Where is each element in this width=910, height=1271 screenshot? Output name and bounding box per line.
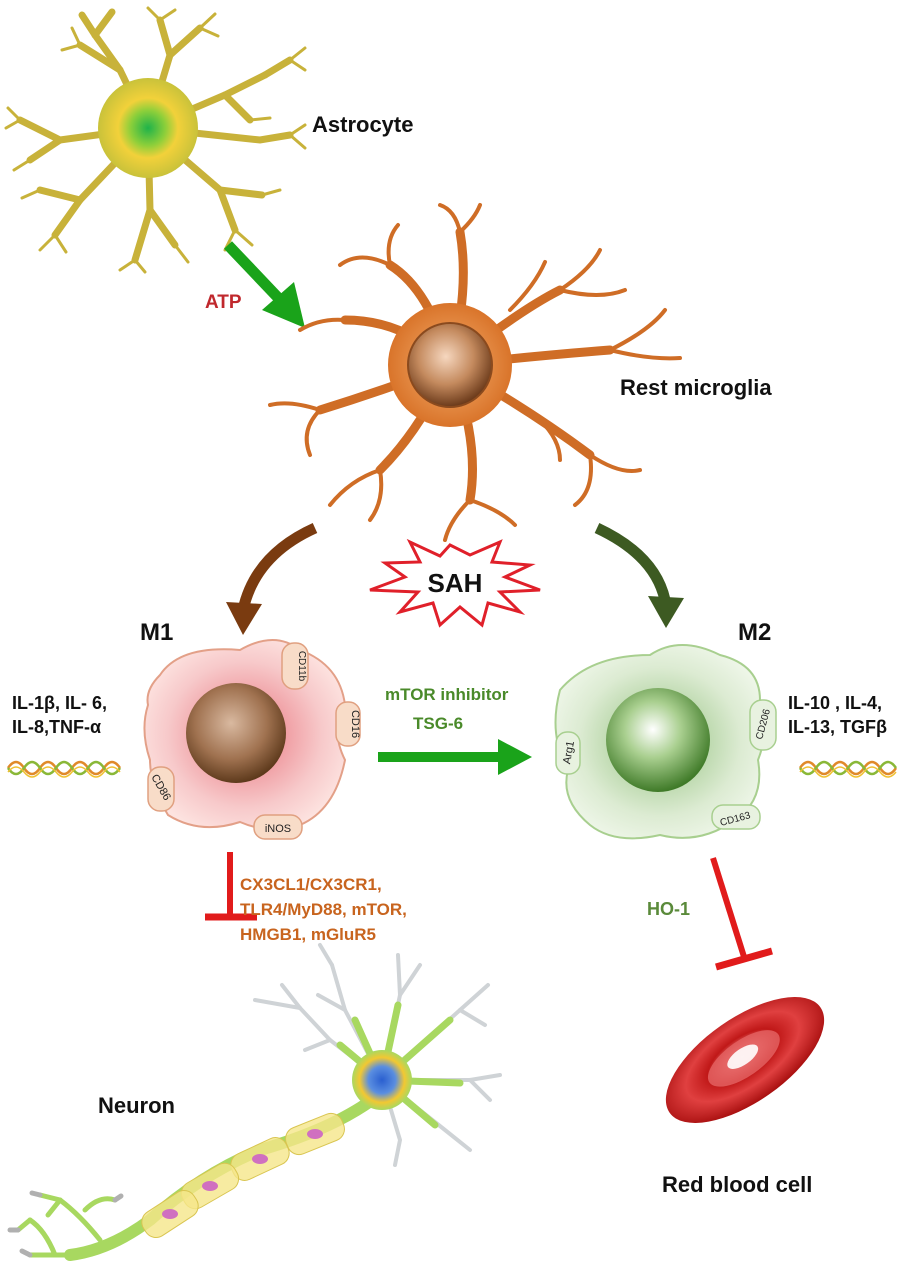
myelin-sheaths bbox=[141, 1112, 345, 1238]
m1-arrow bbox=[226, 522, 318, 635]
ho1-label: HO-1 bbox=[647, 899, 690, 919]
m2-marker-cd163: CD163 bbox=[711, 804, 761, 830]
m1-to-m2-arrow bbox=[378, 739, 532, 775]
rest-microglia-label: Rest microglia bbox=[620, 375, 772, 400]
svg-text:CD16: CD16 bbox=[349, 710, 361, 738]
red-blood-cell-label: Red blood cell bbox=[662, 1172, 812, 1197]
rest-microglia-nucleus bbox=[407, 322, 493, 408]
m2-cytokines-line1: IL-10 , IL-4, bbox=[788, 693, 882, 713]
m1-marker-cd86: CD86 bbox=[147, 766, 175, 812]
m1-nucleus bbox=[186, 683, 286, 783]
neuron-soma bbox=[352, 1050, 412, 1110]
tsg6-label: TSG-6 bbox=[413, 714, 463, 733]
pathway-line3: HMGB1, mGluR5 bbox=[240, 925, 376, 944]
m2-marker-cd206: CD206 bbox=[749, 699, 777, 751]
m2-arrow bbox=[594, 523, 684, 628]
neuron-cell bbox=[7, 943, 502, 1261]
m1-label: M1 bbox=[140, 619, 173, 646]
astrocyte-label: Astrocyte bbox=[312, 112, 413, 137]
m1-cytokines-line1: IL-1β, IL- 6, bbox=[12, 693, 107, 713]
m2-label: M2 bbox=[738, 619, 771, 646]
m2-inhibition-line bbox=[710, 857, 773, 971]
svg-text:iNOS: iNOS bbox=[265, 823, 291, 835]
m1-dna-icon bbox=[6, 760, 122, 778]
m2-marker-arg1: Arg1 bbox=[555, 731, 581, 775]
m2-cytokines-line2: IL-13, TGFβ bbox=[788, 717, 887, 737]
svg-text:Arg1: Arg1 bbox=[561, 740, 577, 765]
sah-label: SAH bbox=[428, 568, 483, 598]
m2-nucleus bbox=[606, 688, 710, 792]
m1-marker-inos: iNOS bbox=[253, 814, 303, 840]
red-blood-cell bbox=[665, 997, 825, 1123]
m2-dna-icon bbox=[798, 760, 898, 778]
m1-cytokines-line2: IL-8,TNF-α bbox=[12, 717, 101, 737]
mtor-inhibitor-label: mTOR inhibitor bbox=[385, 685, 509, 704]
atp-arrow bbox=[224, 241, 305, 328]
pathway-line2: TLR4/MyD88, mTOR, bbox=[240, 900, 407, 919]
sah-burst bbox=[369, 538, 541, 628]
svg-text:CD11b: CD11b bbox=[296, 651, 307, 682]
neuron-label: Neuron bbox=[98, 1093, 175, 1118]
astrocyte-body bbox=[98, 78, 198, 178]
m1-marker-cd16: CD16 bbox=[335, 701, 361, 747]
m1-inhibition-line bbox=[205, 852, 257, 921]
atp-label: ATP bbox=[205, 292, 242, 313]
pathway-line1: CX3CL1/CX3CR1, bbox=[240, 875, 382, 894]
m1-marker-cd11b: CD11b bbox=[281, 642, 309, 690]
